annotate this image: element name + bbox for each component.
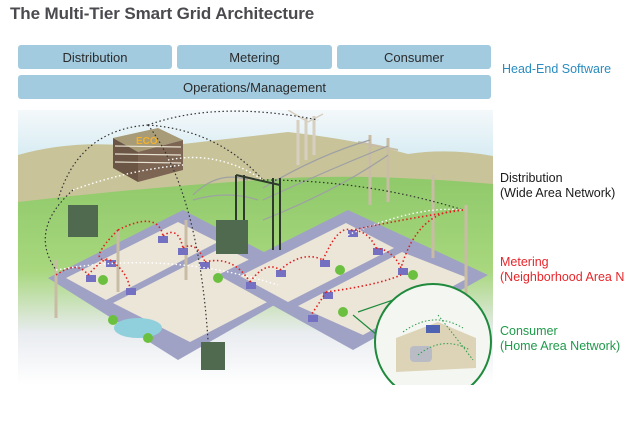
wind-turbines xyxy=(287,110,324,165)
legend-metering-tier: Metering xyxy=(500,255,549,269)
house xyxy=(126,288,136,295)
eco-sign: ECO xyxy=(136,136,158,147)
eco-building: ECO xyxy=(113,128,183,182)
trees xyxy=(98,265,418,343)
legend-metering-network: (Neighborhood Area N xyxy=(500,270,625,284)
transformer-bottom xyxy=(201,342,225,370)
operations-management-box: Operations/Management xyxy=(18,75,491,99)
page-title: The Multi-Tier Smart Grid Architecture xyxy=(10,4,315,23)
legend-consumer-network: (Home Area Network) xyxy=(500,339,621,353)
nan-links xyxy=(55,209,464,316)
house xyxy=(178,248,188,255)
solar-panel xyxy=(426,325,440,333)
house xyxy=(398,268,408,275)
backhaul-links xyxy=(55,156,464,286)
house xyxy=(373,248,383,255)
consumer-home-callout xyxy=(352,283,492,385)
house xyxy=(276,270,286,277)
house xyxy=(106,260,116,267)
wan-links xyxy=(44,110,464,341)
legend-consumer: Consumer (Home Area Network) xyxy=(500,324,620,354)
house xyxy=(246,282,256,289)
transformer-left xyxy=(68,205,98,237)
consumer-box: Consumer xyxy=(337,45,491,69)
legend-distribution: Distribution (Wide Area Network) xyxy=(500,171,615,201)
electric-car xyxy=(410,346,432,362)
house xyxy=(308,315,318,322)
transformers xyxy=(68,205,248,370)
house xyxy=(200,262,210,269)
transformer-center xyxy=(216,220,248,254)
house xyxy=(320,260,330,267)
metering-box: Metering xyxy=(177,45,332,69)
legend-distribution-tier: Distribution xyxy=(500,171,563,185)
house xyxy=(323,292,333,299)
legend-distribution-network: (Wide Area Network) xyxy=(500,186,616,200)
head-end-software-label: Head-End Software xyxy=(502,62,612,76)
legend-consumer-tier: Consumer xyxy=(500,324,558,338)
smart-grid-illustration: ECO xyxy=(18,110,493,385)
house xyxy=(86,275,96,282)
distribution-box: Distribution xyxy=(18,45,172,69)
pond xyxy=(114,318,162,338)
legend-metering: Metering (Neighborhood Area N xyxy=(500,255,624,285)
house xyxy=(158,236,168,243)
